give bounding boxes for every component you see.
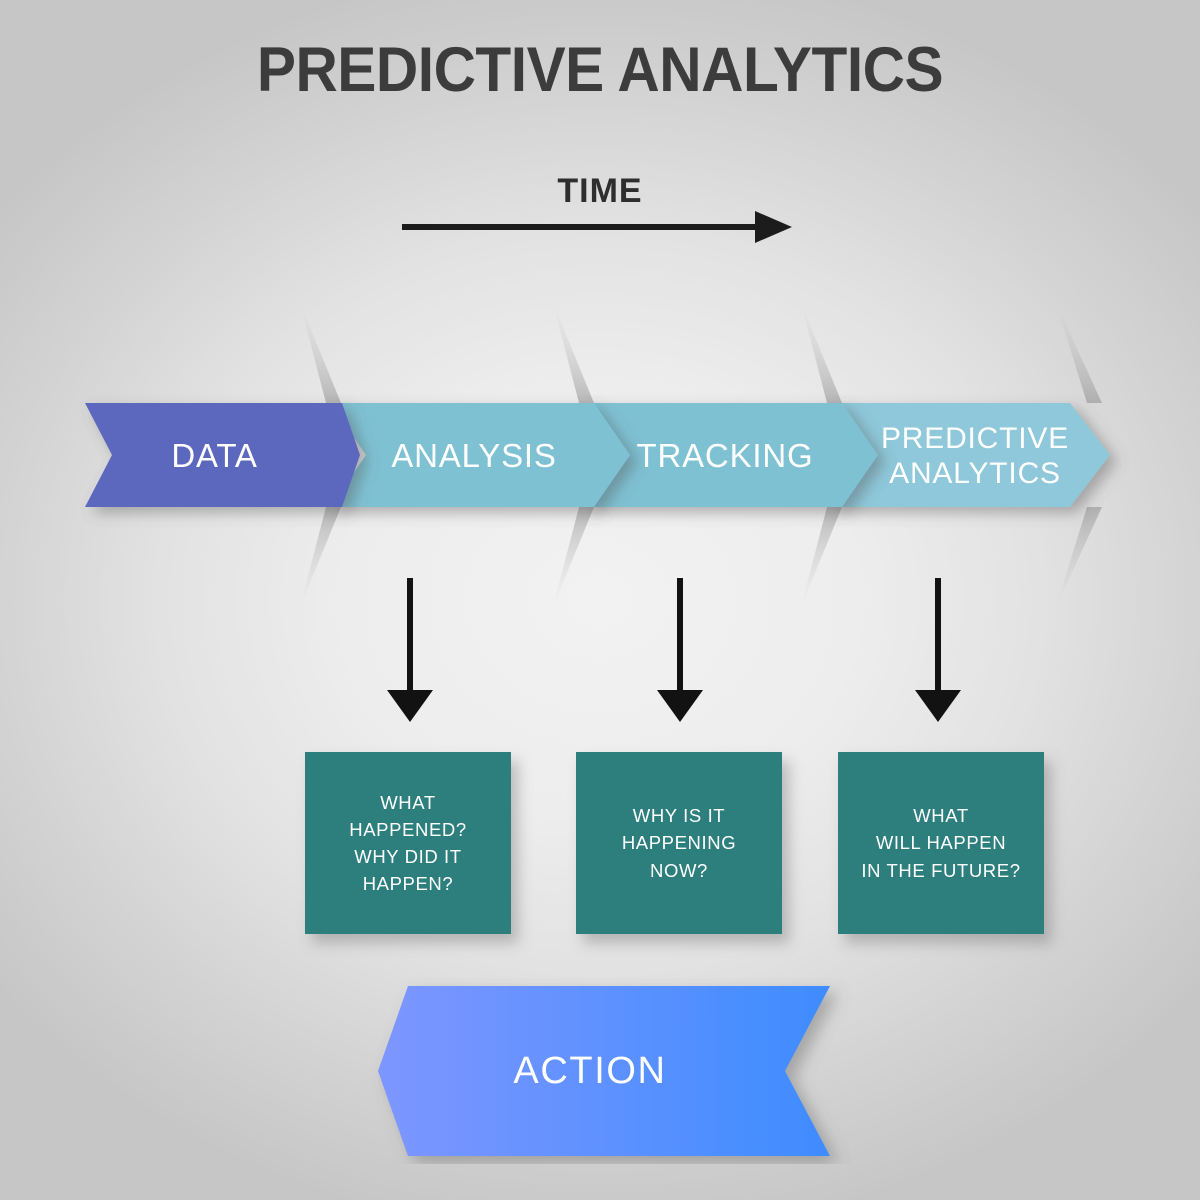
question-line: HAPPEN? xyxy=(362,873,454,895)
stage-chevron-predictive[interactable] xyxy=(830,403,1110,507)
question-box-future[interactable]: WHAT WILL HAPPEN IN THE FUTURE? xyxy=(838,752,1044,934)
question-line: IN THE FUTURE? xyxy=(861,859,1021,881)
question-line: WHY IS IT xyxy=(632,805,726,827)
question-line: WHY DID IT xyxy=(354,846,462,867)
question-line: NOW? xyxy=(650,859,708,881)
stage-chevron-band xyxy=(85,303,1110,607)
stage-chevron-tracking[interactable] xyxy=(582,403,878,507)
time-axis-label: TIME xyxy=(557,172,643,210)
stage-chevron-analysis[interactable] xyxy=(330,403,630,507)
arrow-down-icon xyxy=(387,578,433,722)
question-line: WILL HAPPEN xyxy=(875,832,1007,854)
action-banner[interactable] xyxy=(360,978,880,1164)
page-title: PREDICTIVE ANALYTICS xyxy=(256,35,944,105)
question-line: WHAT xyxy=(380,791,436,813)
arrow-down-icon xyxy=(657,578,703,722)
question-line: HAPPENED? xyxy=(349,818,467,840)
question-line: HAPPENING xyxy=(621,832,737,854)
stage-chevron-data[interactable] xyxy=(85,403,360,507)
arrow-down-icon xyxy=(915,578,961,722)
chevron-shadow-tails xyxy=(300,303,1102,607)
arrow-right-icon xyxy=(402,211,792,243)
question-line: WHAT xyxy=(913,805,969,827)
question-box-why-now[interactable]: WHY IS IT HAPPENING NOW? xyxy=(576,752,782,934)
question-box-what-happened[interactable]: WHAT HAPPENED? WHY DID IT HAPPEN? xyxy=(305,752,511,934)
